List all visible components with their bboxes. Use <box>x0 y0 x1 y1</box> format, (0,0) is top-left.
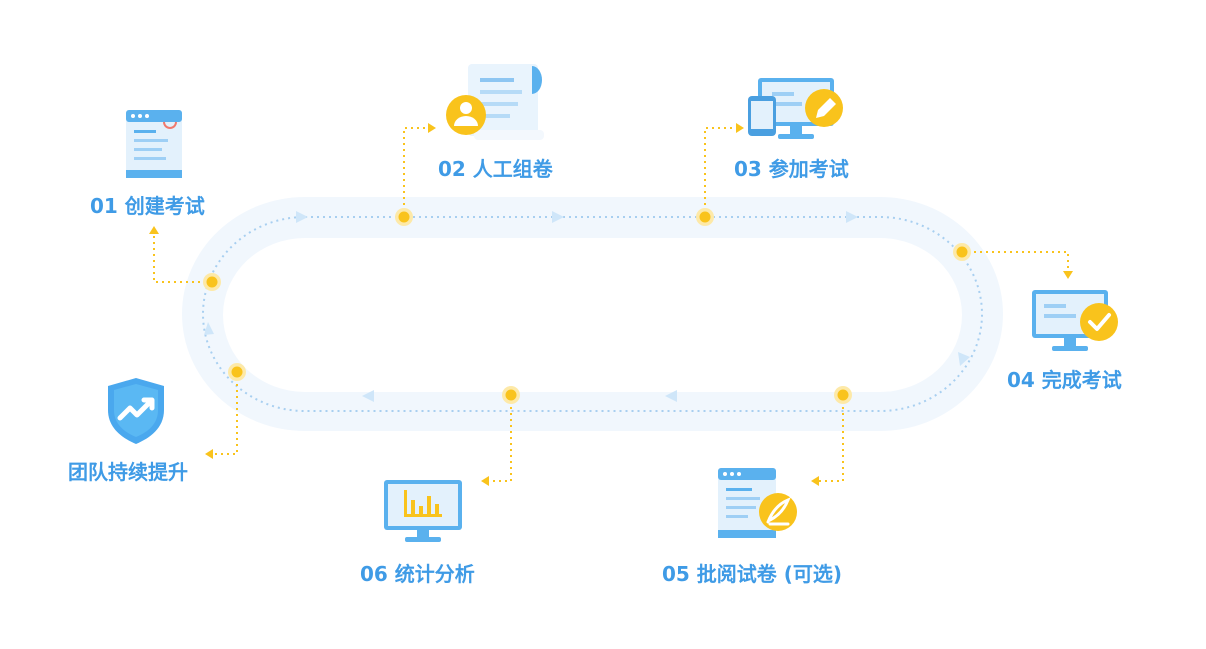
ah-04 <box>1063 271 1073 279</box>
direction-arrows <box>204 211 970 402</box>
arrow-up-left <box>204 322 214 335</box>
step-label-02: 02 人工组卷 <box>438 157 553 181</box>
monitor-check-icon <box>1032 290 1118 351</box>
arrow-left-1 <box>665 390 677 402</box>
ah-05 <box>811 476 819 486</box>
step-label-06: 06 统计分析 <box>360 562 475 586</box>
arrow-right-1 <box>296 211 308 223</box>
ah-01 <box>149 226 159 234</box>
document-icon <box>126 110 182 178</box>
step-label-07: 团队持续提升 <box>68 460 188 484</box>
ah-06 <box>481 476 489 486</box>
step-label-04: 04 完成考试 <box>1007 368 1122 392</box>
connectors <box>153 127 1069 482</box>
node-04 <box>953 243 971 261</box>
monitor-edit-icon <box>748 78 843 139</box>
connector-05 <box>818 395 844 482</box>
document-pen-icon <box>718 468 797 538</box>
connector-06 <box>488 395 512 482</box>
nodes <box>203 208 971 404</box>
connector-arrowheads <box>149 123 1073 486</box>
monitor-chart-icon <box>384 480 462 542</box>
ah-07 <box>205 449 213 459</box>
step-label-05: 05 批阅试卷 (可选) <box>662 562 843 586</box>
shield-growth-icon <box>108 378 164 444</box>
ah-02 <box>428 123 436 133</box>
arrow-right-2 <box>552 211 564 223</box>
connector-01 <box>153 232 212 283</box>
step-label-01: 01 创建考试 <box>90 194 205 218</box>
node-05 <box>834 386 852 404</box>
paper-user-icon <box>446 64 544 140</box>
connector-03 <box>704 127 736 217</box>
node-01 <box>203 273 221 291</box>
arrow-down-right <box>958 352 970 366</box>
node-06 <box>502 386 520 404</box>
step-label-03: 03 参加考试 <box>734 157 849 181</box>
track-inner <box>223 238 962 392</box>
arrow-left-2 <box>362 390 374 402</box>
arrow-right-3 <box>846 211 858 223</box>
node-03 <box>696 208 714 226</box>
node-02 <box>395 208 413 226</box>
ah-03 <box>736 123 744 133</box>
node-07 <box>228 363 246 381</box>
